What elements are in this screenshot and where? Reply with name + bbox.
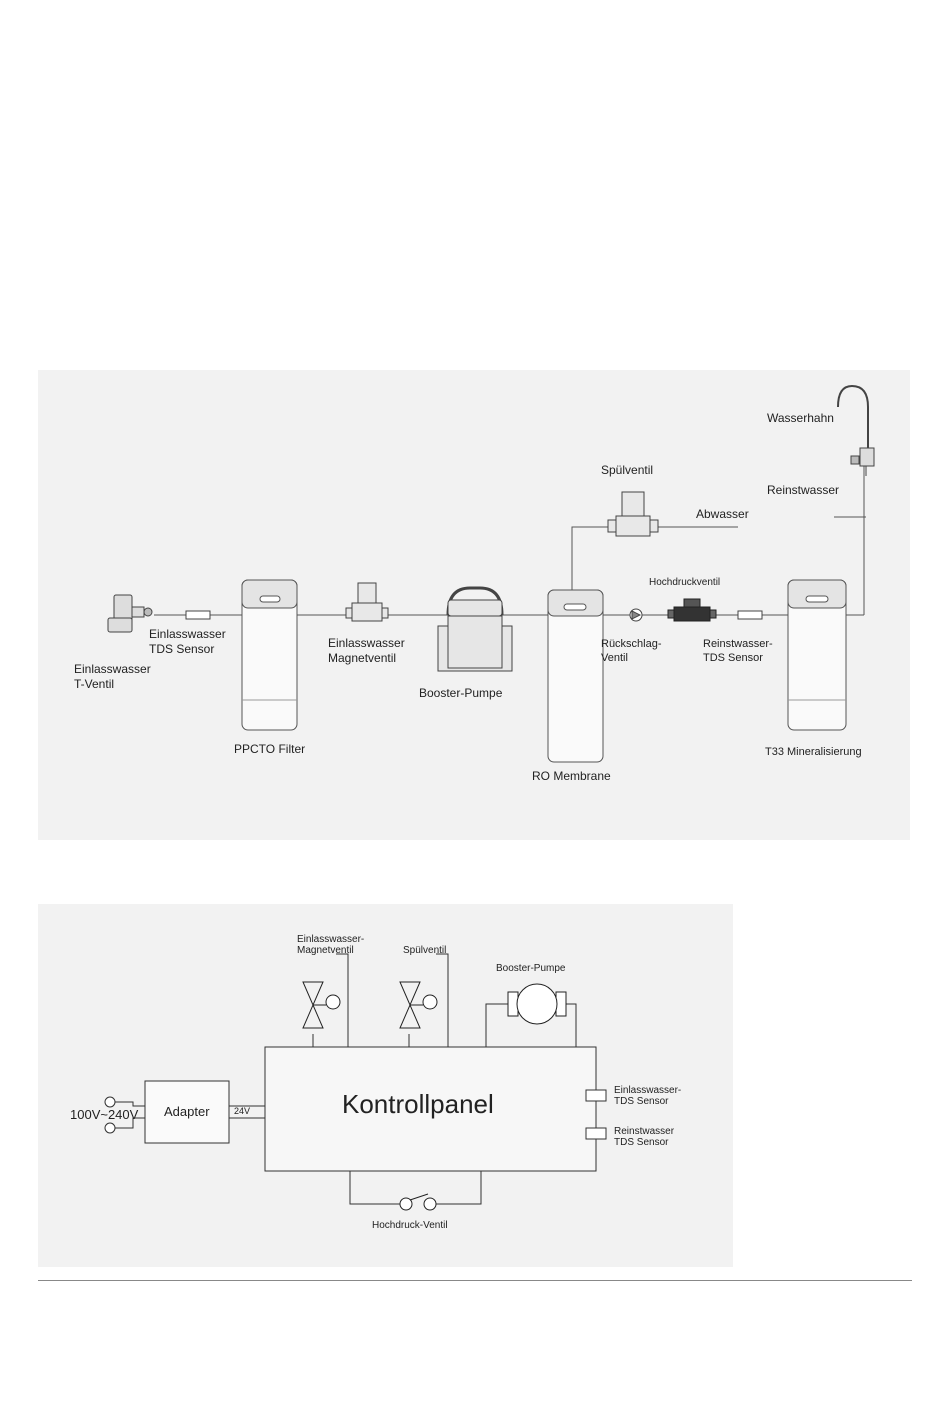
pure-tds-label-2: TDS Sensor [703, 652, 763, 664]
inlet-tds-sensor-icon [185, 610, 211, 620]
inlet-solenoid-label-1: Einlasswasser [328, 636, 405, 650]
pure-tds-sensor-icon [737, 610, 763, 620]
wiring-diagram-panel: Adapter 100V~240V 24V Kontrollpanel Einl… [38, 904, 733, 1267]
flow-diagram: Wasserhahn Reinstwasser Spülventil Abwas… [74, 384, 875, 783]
control-panel-box [264, 1046, 597, 1172]
inlet-tds-terminal-icon [585, 1089, 607, 1102]
mains-terminal-bottom-icon [104, 1122, 116, 1134]
high-pressure-valve-label: Hochdruckventil [649, 577, 720, 588]
wiring-booster-pump-icon [507, 983, 567, 1025]
t33-label: T33 Mineralisierung [765, 746, 862, 758]
adapter-box [144, 1080, 230, 1144]
high-pressure-valve-icon [667, 598, 717, 622]
inlet-tds-label-1: Einlasswasser [149, 627, 226, 641]
drain-pipe [571, 526, 738, 592]
inlet-solenoid-valve-icon [345, 582, 389, 622]
voltage-label: 100V~240V [70, 1107, 139, 1122]
inlet-tds-label-2: TDS Sensor [149, 642, 214, 656]
wiring-inlet-tds-label-2: TDS Sensor [614, 1096, 669, 1107]
wiring-booster-pump-label: Booster-Pumpe [496, 963, 566, 974]
wiring-inlet-solenoid-icon [302, 981, 341, 1029]
wiring-inlet-solenoid-label-2: Magnetventil [297, 945, 354, 956]
wiring-pure-tds-label-1: Reinstwasser [614, 1126, 675, 1137]
tap-label: Wasserhahn [767, 411, 834, 425]
inlet-tvalve-label-1: Einlasswasser [74, 662, 151, 676]
ro-membrane-label: RO Membrane [532, 769, 611, 783]
inlet-solenoid-label-2: Magnetventil [328, 651, 396, 665]
pure-tds-terminal-icon [585, 1127, 607, 1140]
wiring-flush-valve-label: Spülventil [403, 945, 446, 956]
adapter-label: Adapter [164, 1104, 210, 1119]
wiring-high-pressure-switch-icon [399, 1193, 437, 1211]
t33-mineralisierung-icon [787, 579, 847, 731]
check-valve-label-2: Ventil [601, 652, 628, 664]
check-valve-icon [629, 608, 643, 622]
flow-diagram-panel: Wasserhahn Reinstwasser Spülventil Abwas… [38, 370, 910, 840]
faucet-icon [837, 384, 875, 476]
booster-pump-icon [437, 586, 513, 672]
wiring-inlet-solenoid-label-1: Einlasswasser- [297, 934, 364, 945]
wiring-high-pressure-label: Hochdruck-Ventil [372, 1220, 448, 1231]
control-panel-label: Kontrollpanel [342, 1089, 494, 1119]
pure-water-label: Reinstwasser [767, 483, 839, 497]
pure-tds-label-1: Reinstwasser- [703, 638, 773, 650]
booster-pump-label: Booster-Pumpe [419, 686, 503, 700]
waste-water-label: Abwasser [696, 507, 749, 521]
wiring-flush-valve-icon [399, 981, 438, 1029]
ppcto-filter-icon [241, 579, 298, 731]
inlet-tvalve-label-2: T-Ventil [74, 677, 114, 691]
mains-terminal-top-icon [104, 1096, 116, 1108]
wiring-diagram: Adapter 100V~240V 24V Kontrollpanel Einl… [70, 934, 681, 1231]
flush-valve-label: Spülventil [601, 463, 653, 477]
wiring-pure-tds-label-2: TDS Sensor [614, 1137, 669, 1148]
flush-valve-icon [607, 491, 659, 537]
inlet-t-valve-icon [107, 594, 153, 633]
dc-voltage-label: 24V [234, 1106, 250, 1116]
check-valve-label-1: Rückschlag- [601, 638, 662, 650]
ppcto-filter-label: PPCTO Filter [234, 742, 305, 756]
ro-membrane-icon [547, 589, 604, 763]
wiring-inlet-tds-label-1: Einlasswasser- [614, 1085, 681, 1096]
footer-divider [38, 1280, 912, 1281]
